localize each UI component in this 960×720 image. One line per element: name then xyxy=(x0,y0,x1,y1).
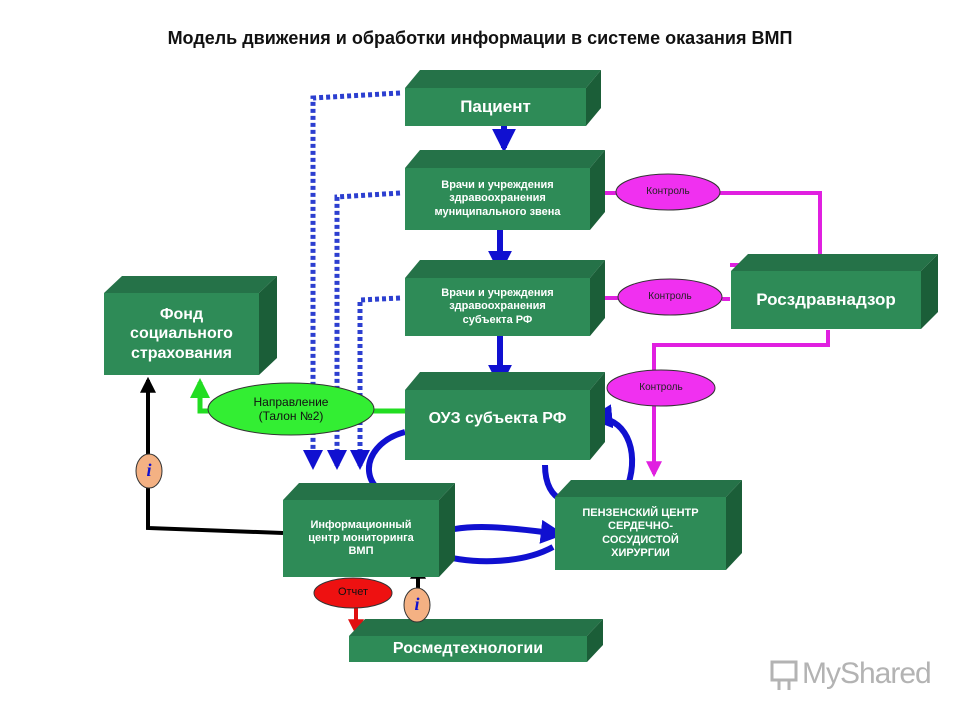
dotted-link-patient xyxy=(303,90,401,470)
info-oval-1 xyxy=(135,453,163,489)
box-patient xyxy=(405,70,601,126)
control-oval-2 xyxy=(617,278,723,316)
control-label-3: Контроль xyxy=(639,382,683,393)
node-subject: Врачи и учреждения здравоохранения субъе… xyxy=(441,287,554,326)
box-roszdrav xyxy=(731,254,938,329)
control-link-penza xyxy=(646,330,830,478)
dotted-link-municipal xyxy=(327,190,401,470)
node-municipal: Врачи и учреждения здравоохранения муниц… xyxy=(434,179,561,218)
node-patient: Пациент xyxy=(460,96,531,116)
node-ouz: ОУЗ субъекта РФ xyxy=(428,410,567,428)
box-municipal xyxy=(405,150,605,230)
box-penza xyxy=(555,480,742,570)
report-label: Отчет xyxy=(337,586,369,599)
box-ouz xyxy=(405,372,605,460)
control-label-2: Контроль xyxy=(648,291,692,302)
info-oval-2 xyxy=(403,587,431,623)
info-link-fss xyxy=(140,376,284,535)
direction-label: Направление (Талон №2) xyxy=(253,394,329,423)
node-penza: ПЕНЗЕНСКИЙ ЦЕНТР СЕРДЕЧНО- СОСУДИСТОЙ ХИ… xyxy=(582,507,699,559)
box-fss xyxy=(104,276,277,375)
box-info-center xyxy=(283,483,455,577)
node-info-center: Информационный центр мониторинга ВМП xyxy=(308,518,414,558)
info-label-2: i xyxy=(414,594,420,615)
diagram-title: Модель движения и обработки информации в… xyxy=(167,28,793,48)
info-label-1: i xyxy=(146,460,152,481)
node-roszdrav: Росздравнадзор xyxy=(756,289,896,309)
node-rosmedtech: Росмедтехнологии xyxy=(392,640,544,658)
watermark-text: MyShared xyxy=(802,657,932,690)
report-oval xyxy=(313,577,393,609)
dotted-link-subject xyxy=(350,295,401,470)
control-label-1: Контроль xyxy=(646,186,690,197)
box-rosmedtech xyxy=(349,619,603,662)
watermark-logo-icon xyxy=(770,660,798,690)
direction-oval xyxy=(207,382,375,436)
node-fss: Фонд социального страхования xyxy=(130,306,233,362)
watermark: MyShared xyxy=(770,654,940,694)
control-oval-1 xyxy=(615,173,721,211)
box-subject xyxy=(405,260,605,336)
control-oval-3 xyxy=(606,369,716,407)
